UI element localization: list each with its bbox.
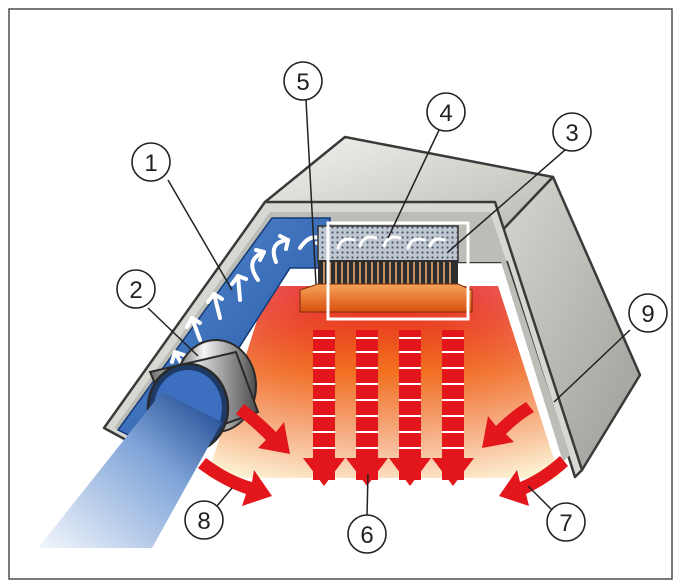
callout-5: 5 xyxy=(283,61,323,101)
callout-6-label: 6 xyxy=(360,522,373,549)
callout-9: 9 xyxy=(628,293,668,333)
curved-heat-arrows xyxy=(198,402,568,506)
vertical-heat-arrows xyxy=(303,330,474,486)
air-flow-arrows xyxy=(170,231,328,372)
callout-1-label: 1 xyxy=(144,150,157,177)
callout-2: 2 xyxy=(116,269,156,309)
leader-lines xyxy=(147,99,631,517)
callout-8: 8 xyxy=(184,500,224,540)
callout-4: 4 xyxy=(426,92,466,132)
callout-3: 3 xyxy=(552,112,592,152)
callout-5-label: 5 xyxy=(296,69,309,96)
callout-8-label: 8 xyxy=(197,508,210,535)
callout-3-label: 3 xyxy=(565,120,578,147)
callout-1: 1 xyxy=(131,142,171,182)
callout-9-label: 9 xyxy=(641,301,654,328)
callout-7: 7 xyxy=(546,502,586,542)
callout-2-label: 2 xyxy=(129,277,142,304)
emitter-highlight-frame xyxy=(326,221,470,321)
callout-7-label: 7 xyxy=(559,510,572,537)
callout-4-label: 4 xyxy=(439,100,452,127)
callout-6: 6 xyxy=(347,514,387,554)
incoming-air-stream xyxy=(38,392,222,548)
emitter-assembly xyxy=(299,225,473,313)
